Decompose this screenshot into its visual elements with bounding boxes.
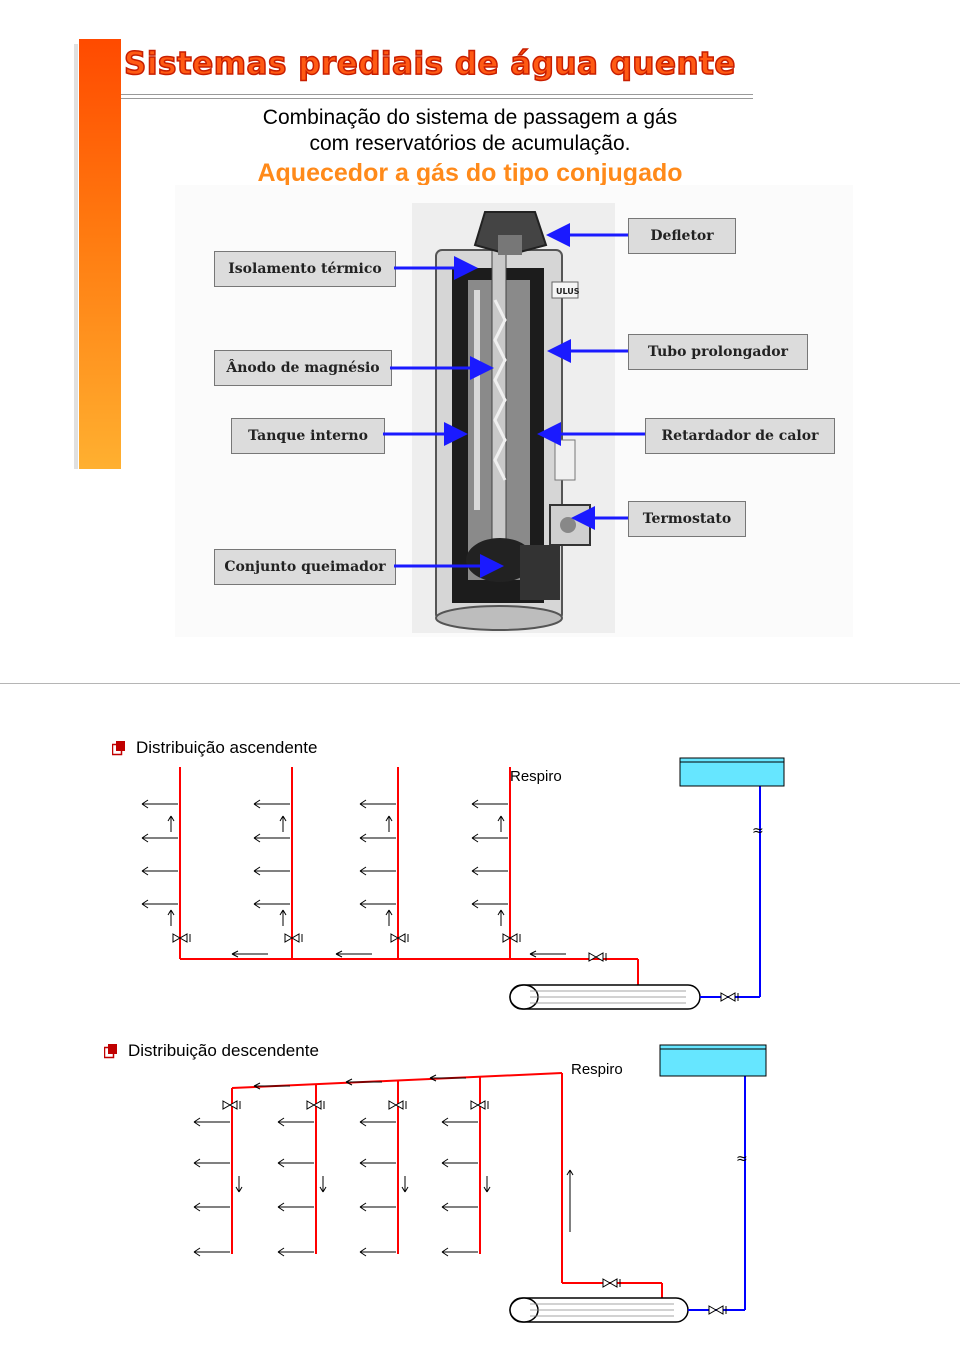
label-retardador-calor: Retardador de calor [645,418,835,454]
label-anodo-magnesio: Ânodo de magnésio [214,350,392,386]
descending-distribution-diagram: ≈ [193,1044,767,1323]
side-bar-shadow [74,44,78,469]
valve-icon [502,933,518,943]
valve-icon [588,952,604,962]
callout-arrows [383,223,645,578]
respiro-label-descendente: Respiro [571,1061,623,1078]
checkbox-bullet-icon [112,741,125,756]
valve-icon [708,1305,724,1315]
heater-heading: Aquecedor a gás do tipo conjugado [257,159,683,187]
valve-icon [390,933,406,943]
checkbox-bullet-icon [104,1044,117,1059]
side-accent-bar [79,39,121,469]
bullet-descendente: Distribuição descendente [104,1041,319,1061]
label-tubo-prolongador: Tubo prolongador [628,334,808,370]
label-conjunto-queimador: Conjunto queimador [214,549,396,585]
valve-icon [284,933,300,943]
water-heater-figure: ULUS [412,203,615,633]
bullet-ascendente: Distribuição ascendente [112,738,317,758]
label-isolamento-termico: Isolamento térmico [214,251,396,287]
cold-water-reservoir [659,1044,767,1077]
valve-icon [306,1100,322,1110]
meter-symbol: ≈ [752,823,764,839]
bullet-text-descendente: Distribuição descendente [128,1041,319,1060]
valve-icon [470,1100,486,1110]
valve-icon [222,1100,238,1110]
page-separator [0,683,960,684]
cold-water-reservoir [679,757,785,787]
ascending-distribution-diagram: ≈ [141,757,785,1010]
label-defletor: Defletor [628,218,736,254]
brand-label: ULUS [556,287,580,296]
valve-icon [172,933,188,943]
label-termostato: Termostato [628,501,746,537]
valve-icon [720,992,736,1002]
label-tanque-interno: Tanque interno [231,418,385,454]
bullet-text-ascendente: Distribuição ascendente [136,738,318,757]
valve-icon [388,1100,404,1110]
respiro-label-ascendente: Respiro [510,768,562,785]
title-underline [121,94,753,99]
slide-title: Sistemas prediais de água quente [123,45,736,83]
valve-icon [602,1278,618,1288]
subtitle-line-1: Combinação do sistema de passagem a gás [262,106,678,129]
meter-symbol: ≈ [736,1151,748,1167]
subtitle-line-2: com reservatórios de acumulação. [309,132,631,155]
